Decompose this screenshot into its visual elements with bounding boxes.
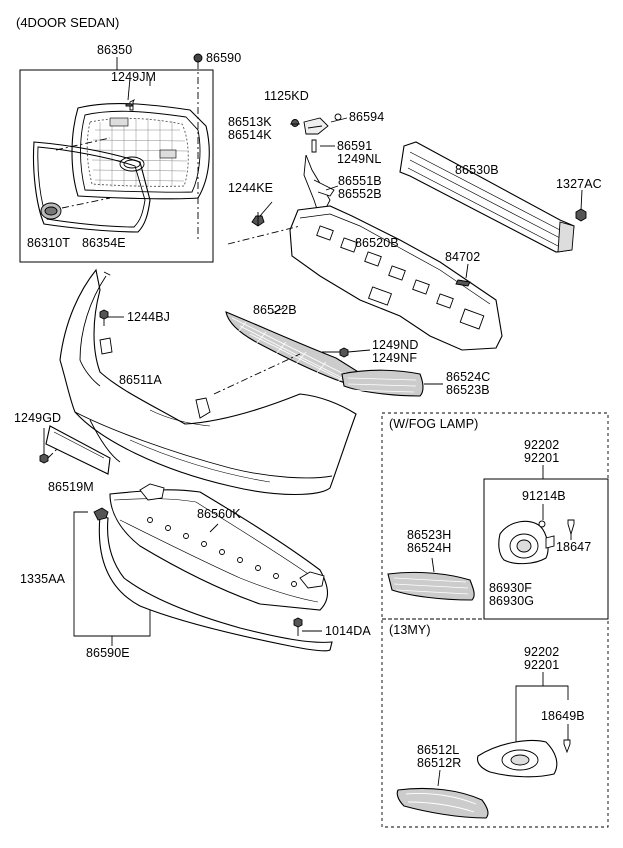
under-cover: [109, 483, 329, 611]
part-86523B: 86523B: [446, 383, 490, 397]
screw-91214b: [538, 520, 546, 528]
part-86591: 86591: [337, 139, 373, 153]
clip-86590: [193, 53, 203, 240]
garnish-86512l: [396, 787, 489, 819]
part-1249NL: 1249NL: [337, 152, 382, 166]
section-13my: (13MY): [389, 623, 431, 637]
part-86350: 86350: [97, 43, 133, 57]
side-grille-86524c: [341, 369, 424, 397]
part-92201-fog: 92201: [524, 451, 560, 465]
part-1249ND: 1249ND: [372, 338, 419, 352]
part-1327AC: 1327AC: [556, 177, 602, 191]
part-1249NF: 1249NF: [372, 351, 418, 365]
part-86524C: 86524C: [446, 370, 491, 384]
part-1244BJ: 1244BJ: [127, 310, 170, 324]
grille-molding: [32, 141, 151, 233]
part-86930F: 86930F: [489, 581, 532, 595]
part-86524H: 86524H: [407, 541, 452, 555]
part-86512L: 86512L: [417, 743, 460, 757]
lower-grille: [225, 311, 369, 389]
part-86560K: 86560K: [197, 507, 241, 521]
part-86310T: 86310T: [27, 236, 70, 250]
energy-absorber: [289, 205, 503, 351]
part-84702: 84702: [445, 250, 481, 264]
bracket-1335aa: [73, 511, 151, 637]
part-86590E: 86590E: [86, 646, 130, 660]
my13-box: [381, 618, 609, 828]
label-84702: [455, 279, 471, 287]
part-1249GD: 1249GD: [14, 411, 62, 425]
fog-lamp-13my: [476, 739, 558, 778]
part-86354E: 86354E: [82, 236, 126, 250]
bracket-92202-13my: [515, 685, 569, 744]
bolt-1244ke: [251, 201, 273, 227]
bracket-cluster: [291, 113, 342, 213]
part-86530B: 86530B: [455, 163, 499, 177]
bumper-cover: [59, 268, 357, 495]
part-86930G: 86930G: [489, 594, 535, 608]
screw-18647: [567, 519, 575, 536]
part-86522B: 86522B: [253, 303, 297, 317]
section-fog-lamp: (W/FOG LAMP): [389, 417, 479, 431]
part-86512R: 86512R: [417, 756, 462, 770]
part-86552B: 86552B: [338, 187, 382, 201]
part-1249JM: 1249JM: [111, 70, 157, 84]
nut-1327ac: [575, 208, 587, 222]
bolt-1249nd: [322, 347, 371, 358]
part-86594: 86594: [349, 110, 385, 124]
part-92202-13my: 92202: [524, 645, 560, 659]
part-91214B: 91214B: [522, 489, 566, 503]
grille-group-box: [19, 69, 214, 263]
part-86520B: 86520B: [355, 236, 399, 250]
part-86590: 86590: [206, 51, 242, 65]
lower-lip: [93, 507, 333, 652]
part-86514K: 86514K: [228, 128, 272, 142]
bolt-1244bj: [99, 309, 124, 326]
part-1014DA: 1014DA: [325, 624, 371, 638]
diagram-title: (4DOOR SEDAN): [16, 15, 120, 30]
bolt-1249gd: [39, 428, 59, 464]
screw-1249jm: [125, 77, 136, 111]
bumper-beam: [399, 141, 575, 253]
bracket-86519m: [45, 425, 111, 475]
part-86513K: 86513K: [228, 115, 272, 129]
part-86551B: 86551B: [338, 174, 382, 188]
part-86511A: 86511A: [119, 373, 162, 387]
bolt-1014da: [293, 617, 322, 636]
screw-18649b: [563, 739, 571, 754]
part-86523H: 86523H: [407, 528, 452, 542]
part-92201-13my: 92201: [524, 658, 560, 672]
part-18647: 18647: [556, 540, 592, 554]
fog-lamp-86930f: [498, 520, 555, 565]
part-1335AA: 1335AA: [20, 572, 66, 586]
part-18649B: 18649B: [541, 709, 585, 723]
fog-grille-86523h: [387, 571, 475, 601]
part-92202-fog: 92202: [524, 438, 560, 452]
part-86519M: 86519M: [48, 480, 94, 494]
part-1244KE: 1244KE: [228, 181, 274, 195]
part-1125KD: 1125KD: [264, 89, 309, 103]
